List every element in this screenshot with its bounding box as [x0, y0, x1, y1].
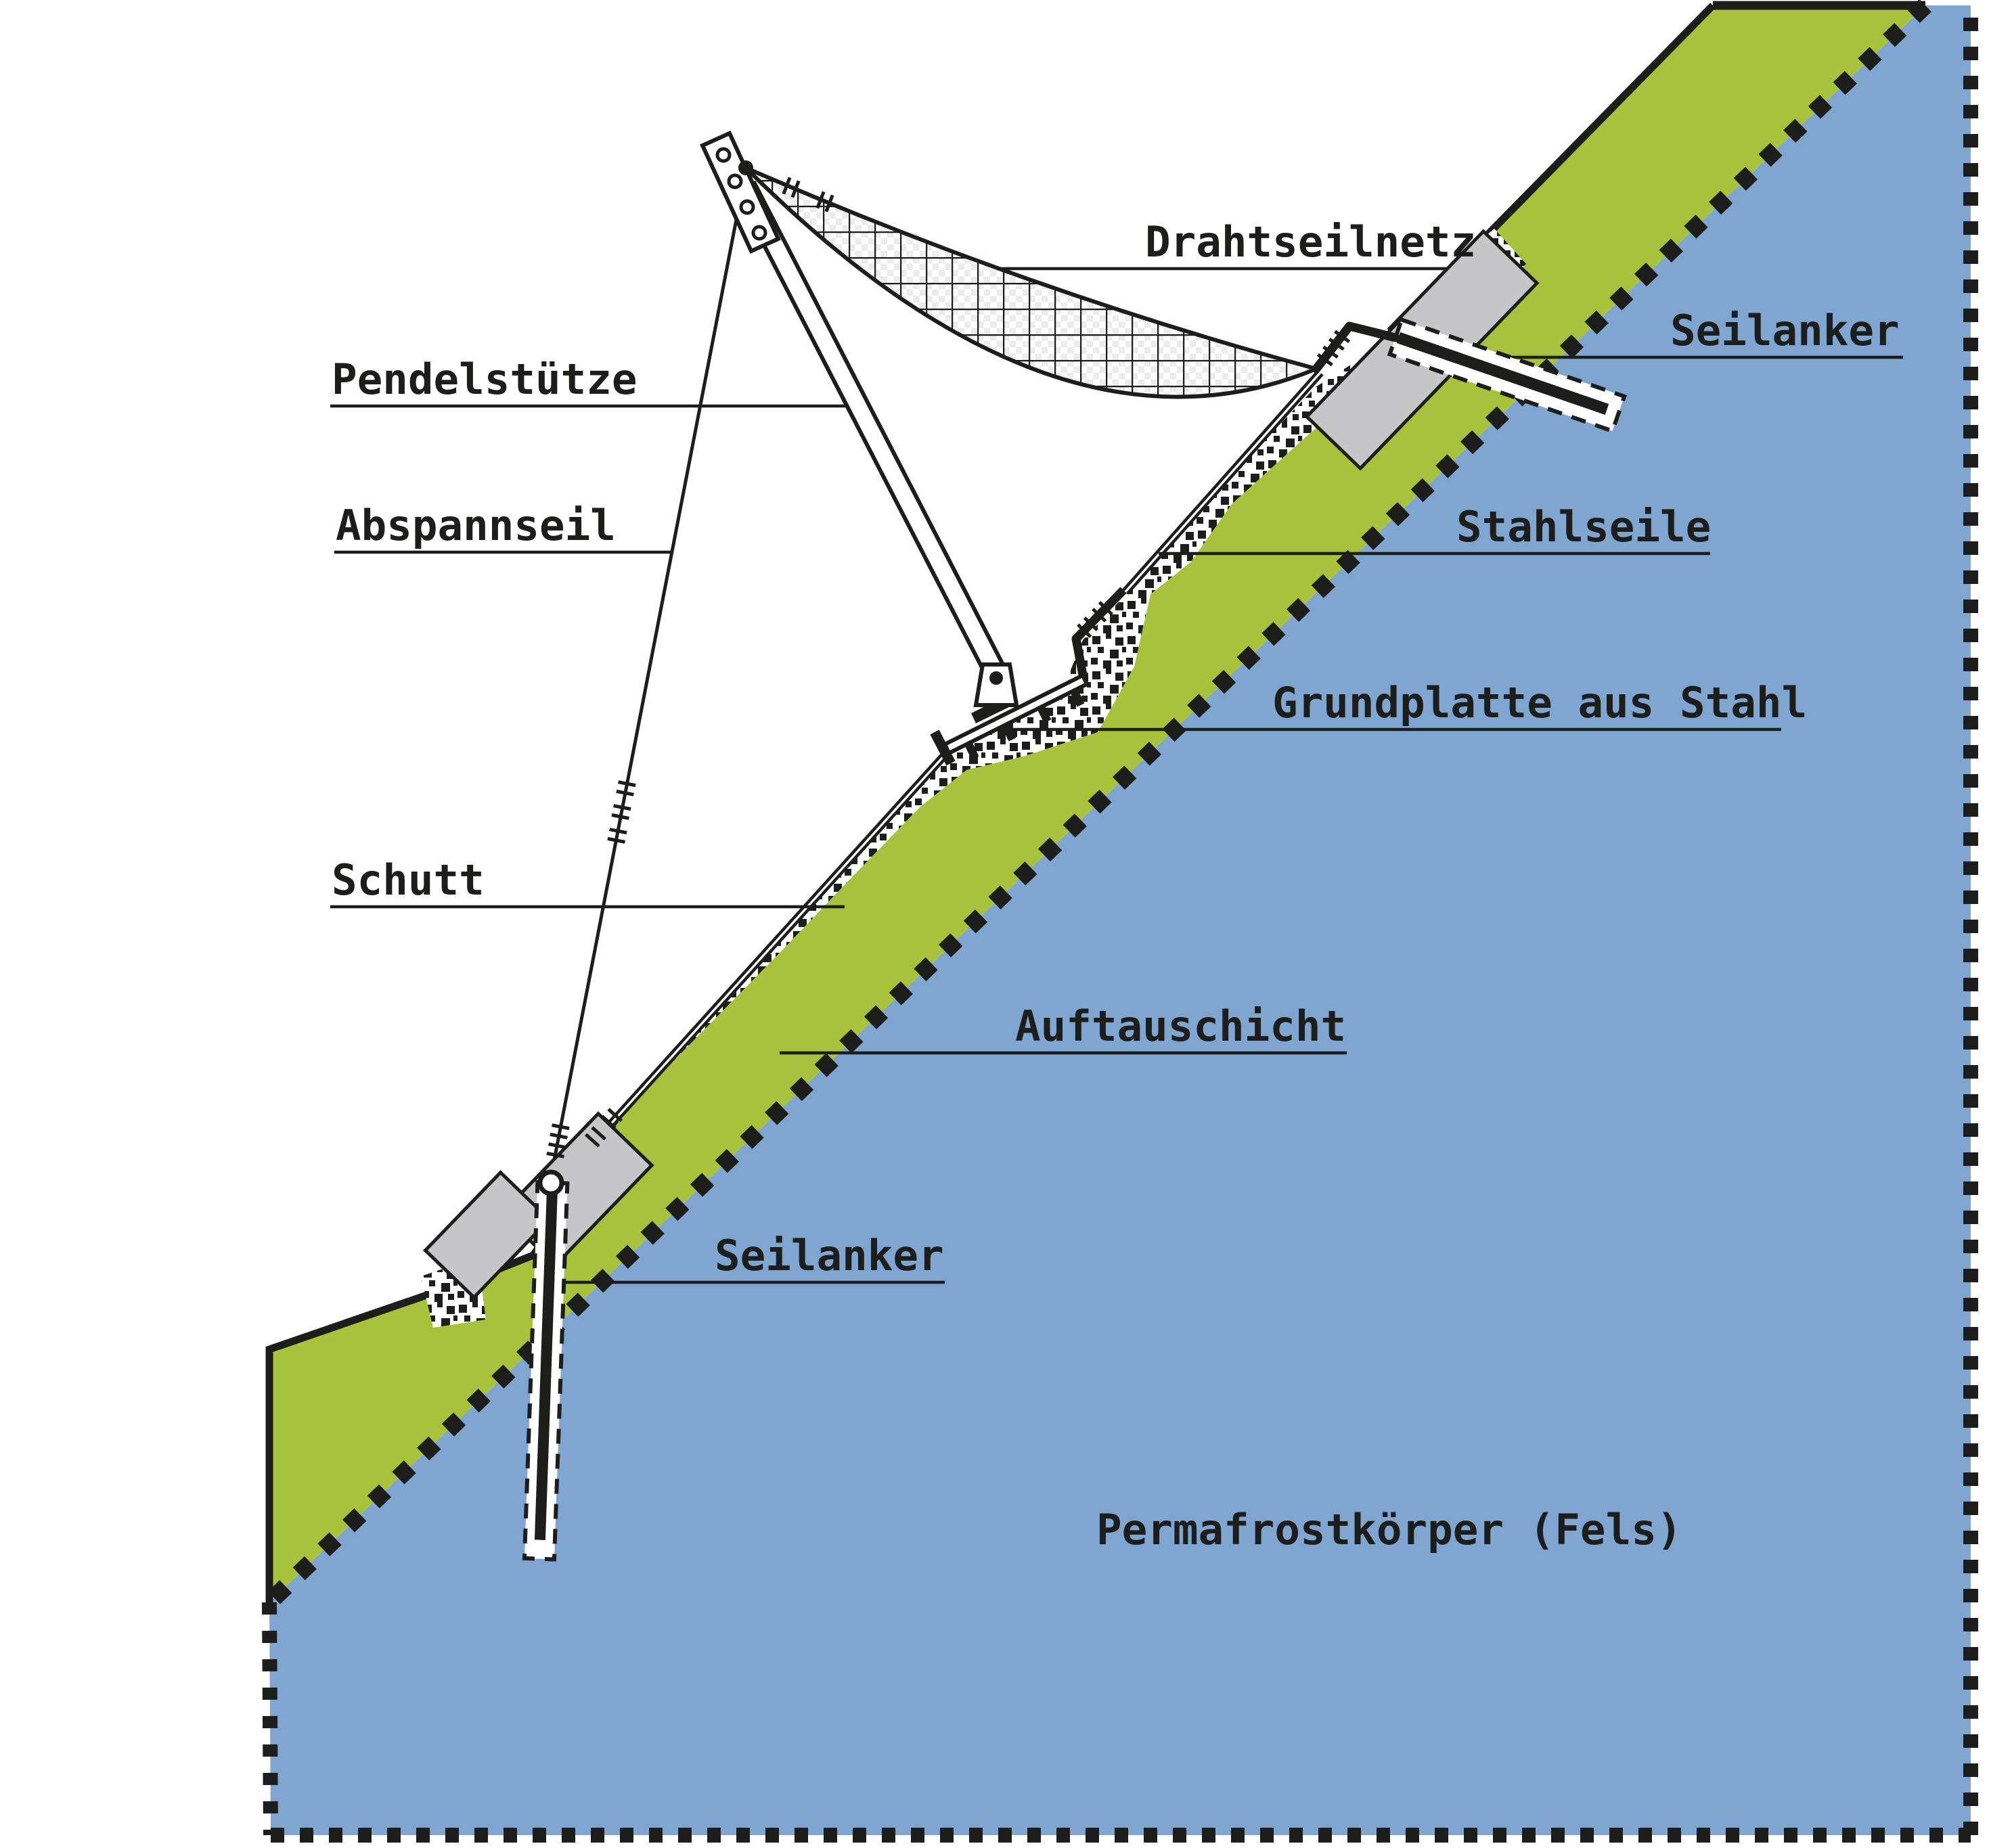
rope-attachment-point	[738, 160, 753, 175]
label-abspannseil: Abspannseil	[336, 501, 616, 550]
steel-cable-lower-b	[554, 753, 950, 1190]
pendulum-support	[700, 131, 1019, 707]
label-grundplatte: Grundplatte aus Stahl	[1272, 678, 1807, 727]
rope-anchor-top	[1304, 229, 1627, 471]
anchor-rod-top	[1396, 332, 1609, 415]
label-stahlseile: Stahlseile	[1456, 502, 1711, 551]
label-drahtseilnetz: Drahtseilnetz	[1145, 217, 1476, 267]
net-tension-hook	[1312, 321, 1400, 374]
base-plate-end-cap	[930, 729, 956, 766]
label-seilanker-top: Seilanker	[1670, 306, 1900, 355]
leader-lines	[330, 267, 1903, 1284]
anchor-rod-bottom	[534, 1188, 558, 1540]
rope-anchor-bottom	[422, 1111, 654, 1562]
label-auftauschicht: Auftauschicht	[1015, 1001, 1346, 1051]
permafrost-body	[269, 5, 1971, 1835]
guy-rope	[548, 170, 748, 1181]
anchor-eye-ring	[537, 1169, 564, 1196]
permafrost-left-dotted-line	[262, 1602, 278, 1836]
label-seilanker-bottom: Seilanker	[715, 1231, 944, 1280]
steel-cable-lower-a	[550, 750, 946, 1187]
slope-surface-line-upper	[1444, 3, 1716, 279]
label-permafrost: Permafrostkörper (Fels)	[1096, 1505, 1682, 1554]
steel-cables	[550, 369, 1324, 1190]
label-pendelstuetze: Pendelstütze	[332, 355, 638, 404]
upslope-bracket	[1071, 587, 1127, 683]
anchor-plate-bottom-2	[422, 1170, 552, 1300]
permafrost-boundary-dotted-line	[263, 0, 1932, 1609]
support-head-plate	[700, 131, 781, 254]
labels: Drahtseilnetz Seilanker Stahlseile Grund…	[332, 217, 1900, 1554]
head-plate-holes	[715, 147, 767, 241]
foot-pivot	[989, 671, 1003, 685]
steel-cable-upper-a	[1122, 369, 1320, 591]
label-schutt: Schutt	[332, 855, 485, 905]
debris-layer	[573, 308, 1414, 1196]
steel-cable-upper-b	[1126, 373, 1324, 595]
